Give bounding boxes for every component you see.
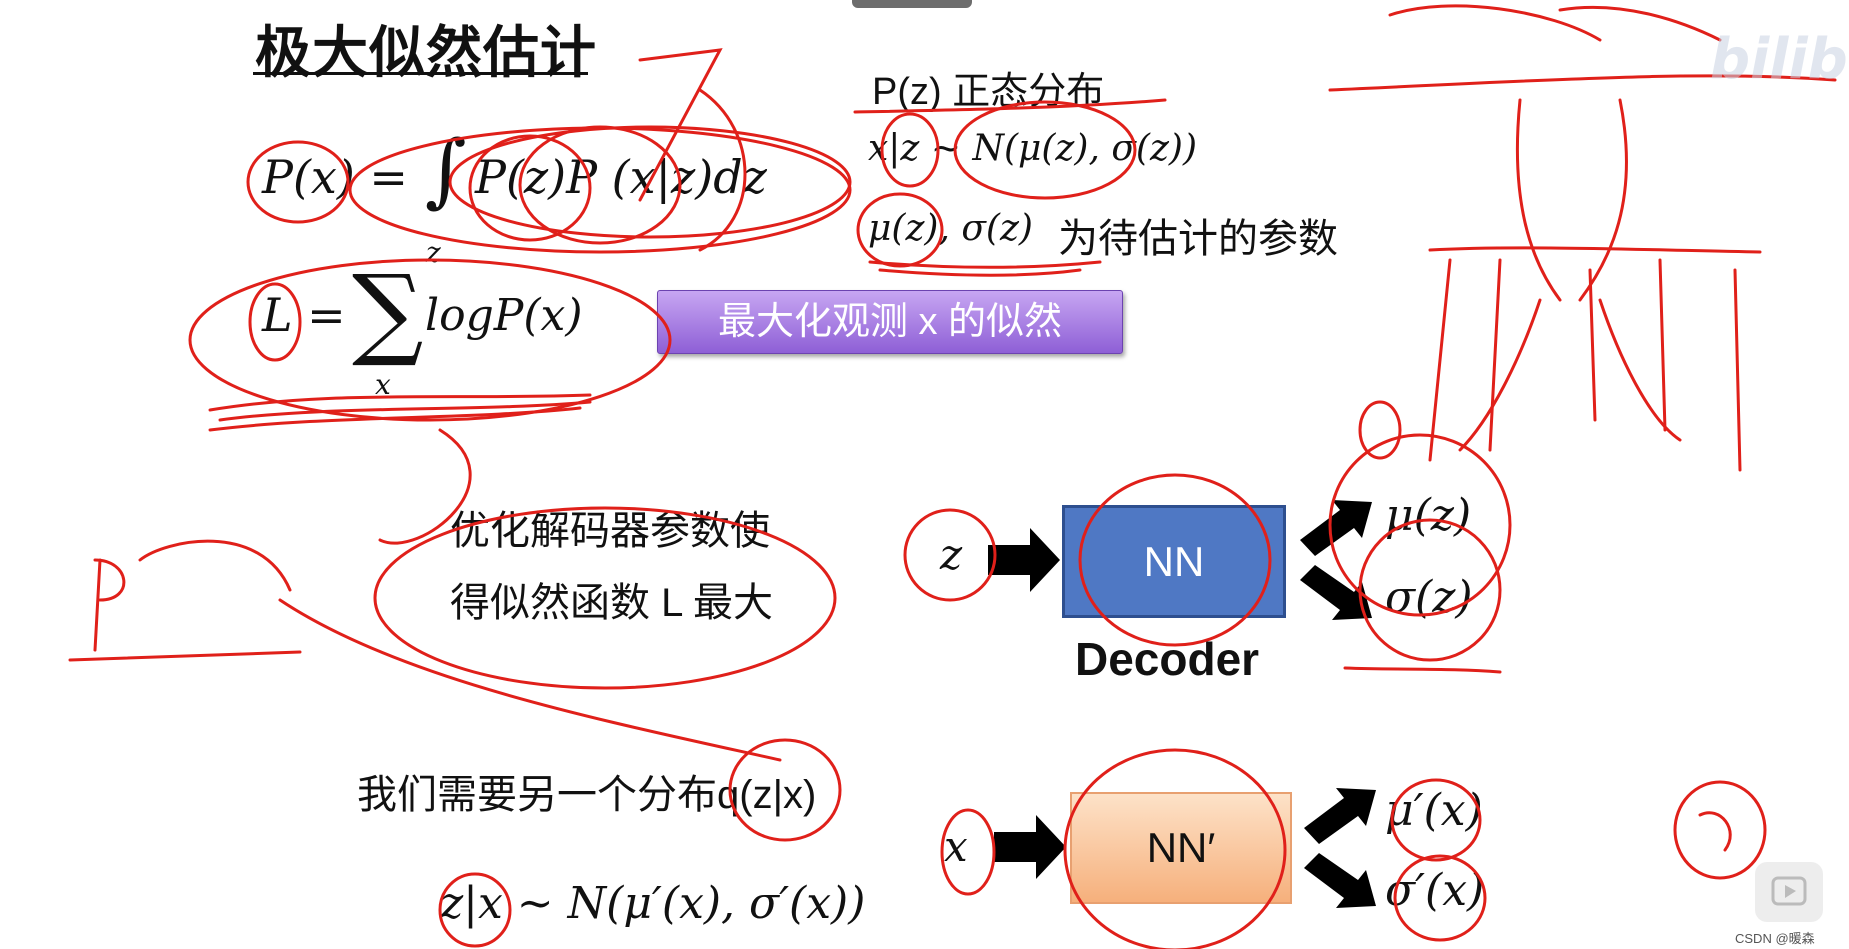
- maximize-likelihood-label: 最大化观测 x 的似然: [657, 290, 1123, 354]
- tv-icon: [1771, 876, 1807, 906]
- eq-L-rhs: logP(x): [425, 290, 583, 341]
- play-button[interactable]: [1755, 862, 1823, 922]
- arrow-z-to-nn: [988, 528, 1060, 592]
- arrow-nn2-to-mu: [1304, 788, 1376, 844]
- encoder-input-x: x: [944, 822, 968, 871]
- eq-px-rhs: P(z)P (x|z)dz: [475, 150, 767, 204]
- title-underline: [253, 72, 588, 75]
- arrow-nn2-to-sigma: [1304, 853, 1376, 908]
- sum-subscript: x: [375, 368, 391, 401]
- player-top-tab[interactable]: [852, 0, 972, 8]
- diagram-arrows: [988, 500, 1376, 908]
- params-math: μ(z), σ(z): [868, 208, 1033, 249]
- arrow-nn-to-mu: [1300, 500, 1372, 556]
- arrow-nn-to-sigma: [1300, 565, 1372, 620]
- eq-L-lhs: L =: [262, 288, 346, 342]
- arrow-x-to-nn2: [994, 815, 1066, 879]
- decoder-input-z: z: [940, 530, 963, 579]
- decoder-nn-box: NN: [1062, 505, 1286, 618]
- q-distribution-text: 我们需要另一个分布q(z|x): [357, 773, 817, 817]
- bilibili-watermark: bilibili: [1710, 27, 1849, 92]
- params-text: 为待估计的参数: [1058, 217, 1338, 261]
- csdn-credit: CSDN @暖森: [1735, 931, 1815, 946]
- encoder-nn-box: NN′: [1070, 792, 1292, 904]
- optimize-text-line2: 得似然函数 L 最大: [450, 581, 773, 625]
- decoder-caption: Decoder: [1075, 633, 1260, 685]
- red-ink: [68, 4, 1837, 949]
- decoder-output-mu: μ(z): [1385, 490, 1472, 541]
- conditional-distribution: x|z ~ N(μ(z), σ(z)): [868, 128, 1198, 169]
- sum-symbol: ∑: [352, 253, 424, 370]
